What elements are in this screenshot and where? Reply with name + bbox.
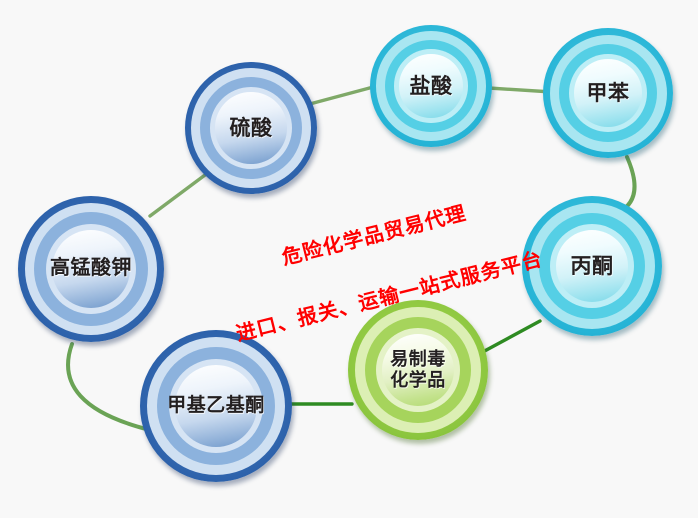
ring-core [51,229,131,309]
link-gaomengsuanjia-liusuan [148,173,207,218]
ring-core [555,229,629,303]
node-jiaben[interactable]: 甲苯 [543,28,673,158]
node-jiajiyijitong[interactable]: 甲基乙基酮 [140,330,292,482]
ring-core [174,364,258,448]
link-liusuan-yansuan [304,84,379,107]
link-bingtong-yizhidu [477,319,542,356]
link-jiajiyijitong-gaomengsuanjia [66,342,152,432]
ring-core [574,59,642,127]
node-gaomengsuanjia[interactable]: 高锰酸钾 [18,196,164,342]
link-yansuan-jiaben [487,86,554,94]
node-yansuan[interactable]: 盐酸 [370,25,492,147]
node-liusuan[interactable]: 硫酸 [185,62,317,194]
ring-core [215,92,287,164]
node-yizhidu[interactable]: 易制毒 化学品 [348,300,488,440]
node-bingtong[interactable]: 丙酮 [522,196,662,336]
ring-core [381,333,455,407]
ring-core [399,54,463,118]
